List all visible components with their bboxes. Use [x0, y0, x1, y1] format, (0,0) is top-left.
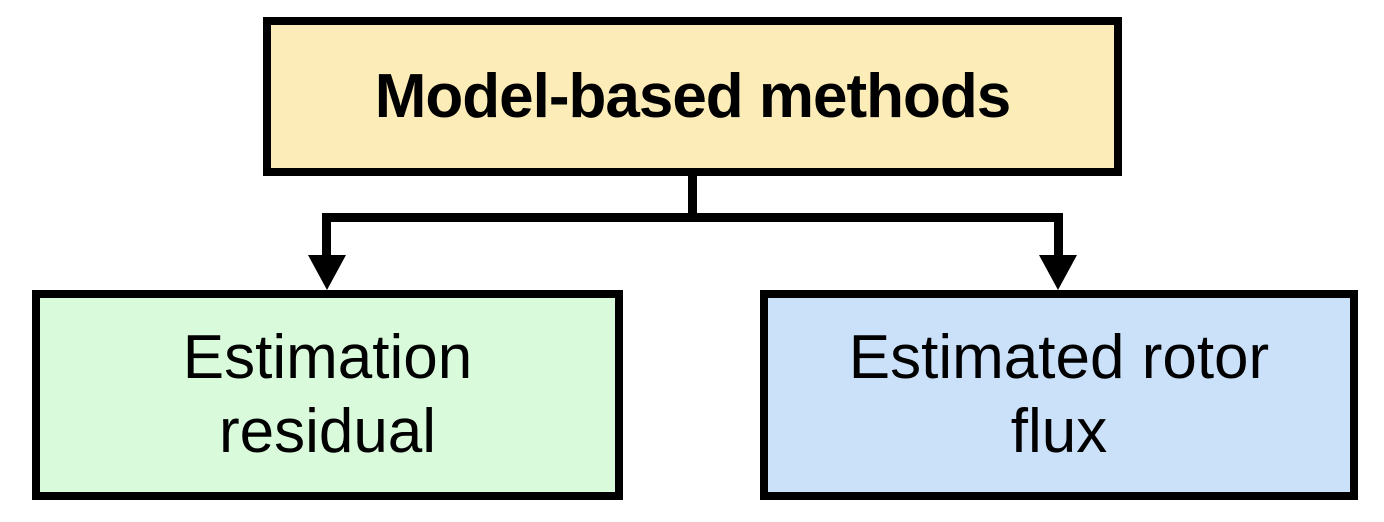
node-model-based-methods: Model-based methods: [263, 17, 1122, 176]
node-model-based-methods-label: Model-based methods: [374, 62, 1012, 131]
connector-horizontal-line: [322, 213, 1063, 222]
node-estimation-residual-label-line1: Estimation: [182, 323, 473, 392]
connector-vertical-stub: [688, 175, 697, 222]
node-estimated-rotor-flux-label-line2: flux: [1010, 397, 1108, 466]
connector-drop-right: [1054, 213, 1063, 260]
node-estimation-residual: Estimation residual: [32, 290, 623, 500]
arrowhead-down-right-icon: [1039, 255, 1077, 290]
connector-drop-left: [322, 213, 331, 260]
node-estimation-residual-label-line2: residual: [218, 397, 437, 466]
node-estimated-rotor-flux: Estimated rotor flux: [760, 290, 1358, 500]
arrowhead-down-left-icon: [308, 255, 346, 290]
node-estimated-rotor-flux-label-line1: Estimated rotor: [848, 323, 1270, 392]
